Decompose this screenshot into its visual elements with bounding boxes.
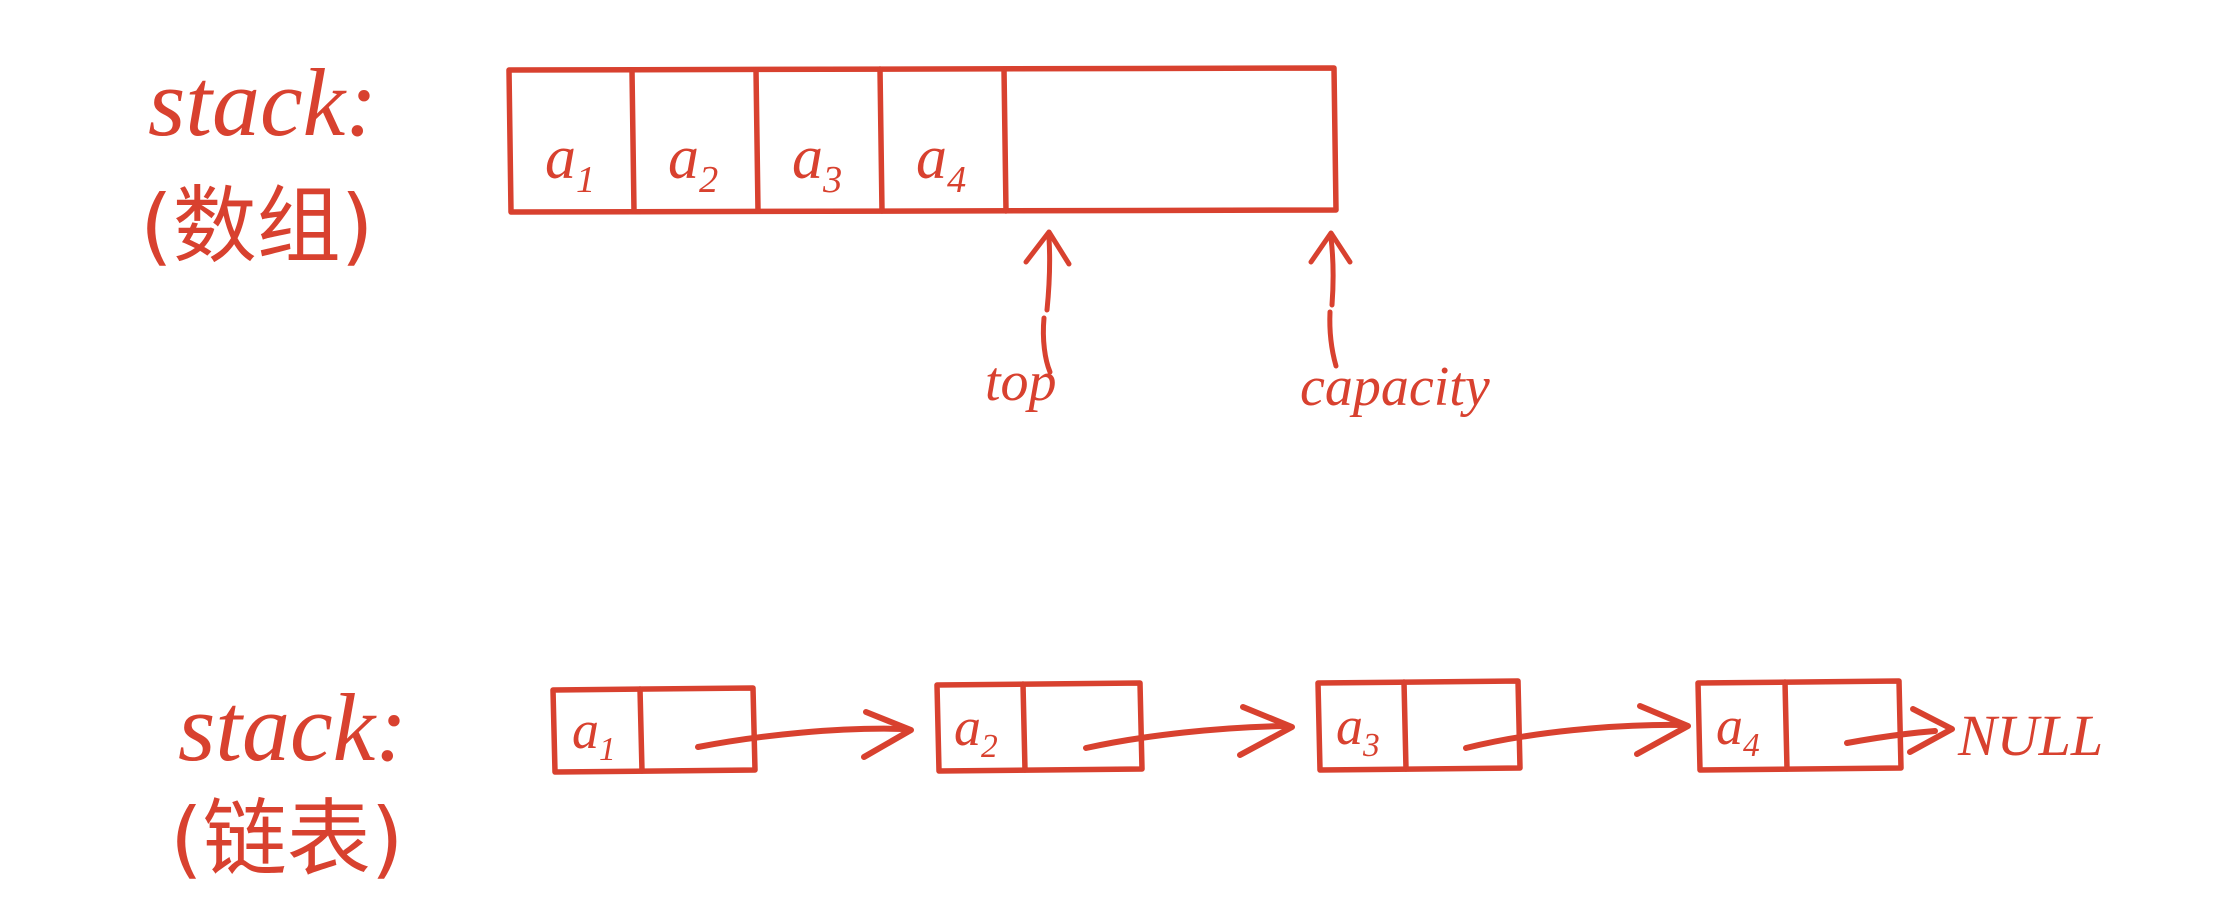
array-divider-3 <box>877 66 885 214</box>
linked-arrow-0-head <box>861 709 914 760</box>
array-cell-labels: a1 a2 a3 a4 <box>545 124 966 201</box>
linked-node-3-rect <box>1695 678 1904 773</box>
linked-node-0: a1 <box>550 685 914 775</box>
array-cell-0-subscript: 1 <box>576 159 595 201</box>
array-stack-latin-label: stack: <box>148 49 377 156</box>
array-stack-label-group: stack: (数组) <box>140 49 377 275</box>
linked-node-0-rect <box>550 685 758 775</box>
linked-stack-cjk-label: (链表) <box>170 790 404 888</box>
linked-node-3-subscript: 4 <box>1743 727 1760 764</box>
linked-node-0-value: a <box>572 700 599 760</box>
array-cell-1-subscript: 2 <box>699 159 718 201</box>
linked-node-1-divider <box>1020 681 1028 773</box>
array-cell-1-value: a <box>668 124 699 192</box>
array-cell-2: a3 <box>792 124 842 201</box>
capacity-arrow-tail <box>1327 309 1339 369</box>
array-cell-2-value: a <box>792 124 823 192</box>
array-divider-2 <box>753 67 761 214</box>
linked-node-1-value: a <box>954 697 981 757</box>
array-divider-1 <box>629 68 637 214</box>
array-cell-0: a1 <box>545 124 595 201</box>
linked-node-1-value-label: a2 <box>954 697 998 765</box>
linked-node-2-subscript: 3 <box>1362 727 1380 764</box>
linked-node-1-rect <box>934 680 1145 774</box>
linked-arrow-2-head <box>1634 703 1691 757</box>
linked-node-2-divider <box>1401 679 1409 772</box>
linked-node-1: a2 <box>934 680 1295 774</box>
array-cell-3-subscript: 4 <box>947 159 966 201</box>
capacity-pointer-label: capacity <box>1300 356 1490 418</box>
linked-node-1-subscript: 2 <box>981 728 998 765</box>
top-arrow-head <box>1023 229 1072 267</box>
top-arrow-tail <box>1040 315 1053 375</box>
linked-arrow-2-shaft <box>1463 721 1685 751</box>
linked-node-0-divider <box>637 686 645 774</box>
linked-node-2-rect <box>1315 678 1523 773</box>
linked-arrow-0-shaft <box>695 725 908 750</box>
capacity-arrow-shaft <box>1328 235 1336 308</box>
null-terminator-label: NULL <box>1957 703 2103 768</box>
linked-arrow-3-shaft <box>1844 728 1938 746</box>
linked-node-3: a4 NULL <box>1695 678 2103 773</box>
top-arrow-shaft <box>1044 235 1053 313</box>
array-stack-cjk-label: (数组) <box>140 177 374 275</box>
linked-node-2-value-label: a3 <box>1336 696 1380 764</box>
array-divider-4 <box>1001 66 1009 214</box>
linked-node-0-value-label: a1 <box>572 700 616 768</box>
array-cell-2-subscript: 3 <box>822 159 842 201</box>
linked-node-3-value-label: a4 <box>1716 696 1760 764</box>
linked-node-3-value: a <box>1716 696 1743 756</box>
linked-arrow-1-head <box>1237 704 1295 758</box>
array-cell-1: a2 <box>668 124 718 201</box>
top-pointer-label: top <box>985 351 1057 413</box>
capacity-pointer-group: capacity <box>1300 230 1490 418</box>
top-pointer-group: top <box>985 229 1072 413</box>
array-cell-3: a4 <box>916 124 966 201</box>
linked-arrow-1-shaft <box>1083 723 1288 751</box>
linked-node-2: a3 <box>1315 678 1691 773</box>
capacity-arrow-head <box>1308 230 1353 265</box>
array-stack-boxes <box>506 65 1339 215</box>
linked-node-0-subscript: 1 <box>599 731 616 768</box>
linked-arrow-3-head <box>1907 706 1955 755</box>
array-outer-rect <box>506 65 1339 215</box>
linked-node-2-value: a <box>1336 696 1363 756</box>
array-cell-0-value: a <box>545 124 576 192</box>
linked-stack-label-group: stack: (链表) <box>170 674 407 888</box>
array-cell-3-value: a <box>916 124 947 192</box>
linked-node-3-divider <box>1782 679 1790 772</box>
linked-stack-latin-label: stack: <box>178 674 407 781</box>
